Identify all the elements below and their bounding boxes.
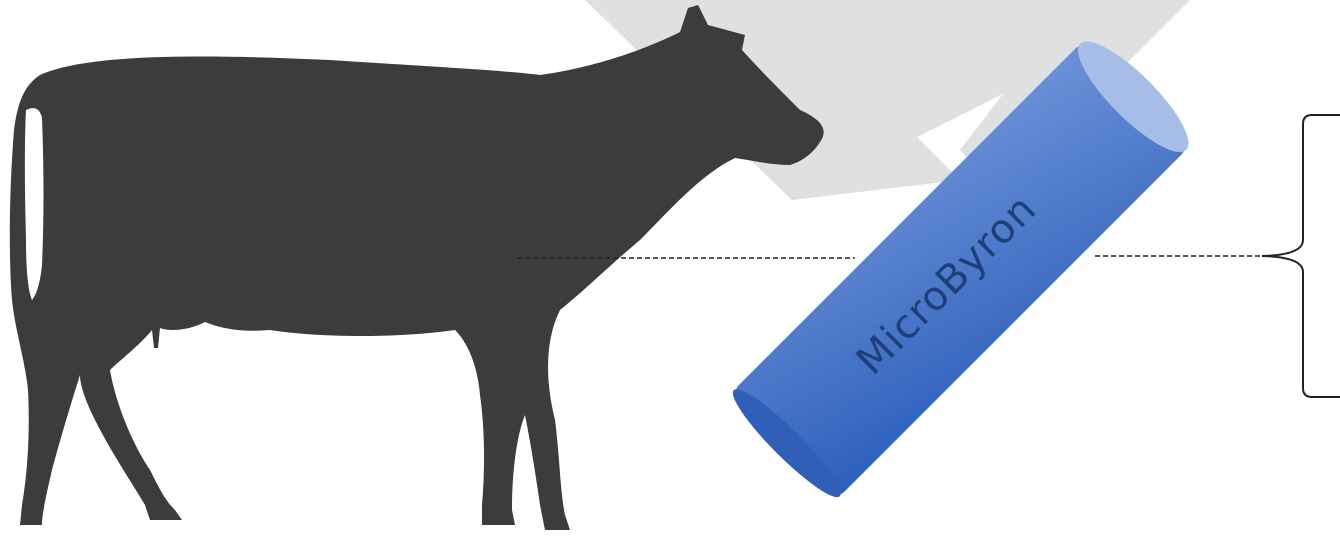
- curly-brace-icon: [1262, 115, 1340, 397]
- cow-silhouette-icon: [10, 5, 824, 530]
